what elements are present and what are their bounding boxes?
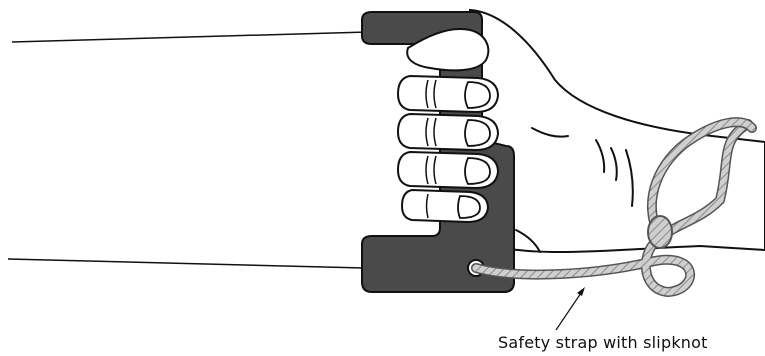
nail-little (458, 196, 480, 218)
nail-index (465, 82, 490, 108)
nail-middle (465, 120, 490, 146)
slipknot (648, 216, 672, 248)
nail-ring (465, 158, 490, 184)
lower-string (8, 259, 364, 268)
caption: Safety strap with slipknot (498, 333, 708, 352)
upper-string (12, 32, 368, 42)
caption-pointer (556, 287, 585, 330)
